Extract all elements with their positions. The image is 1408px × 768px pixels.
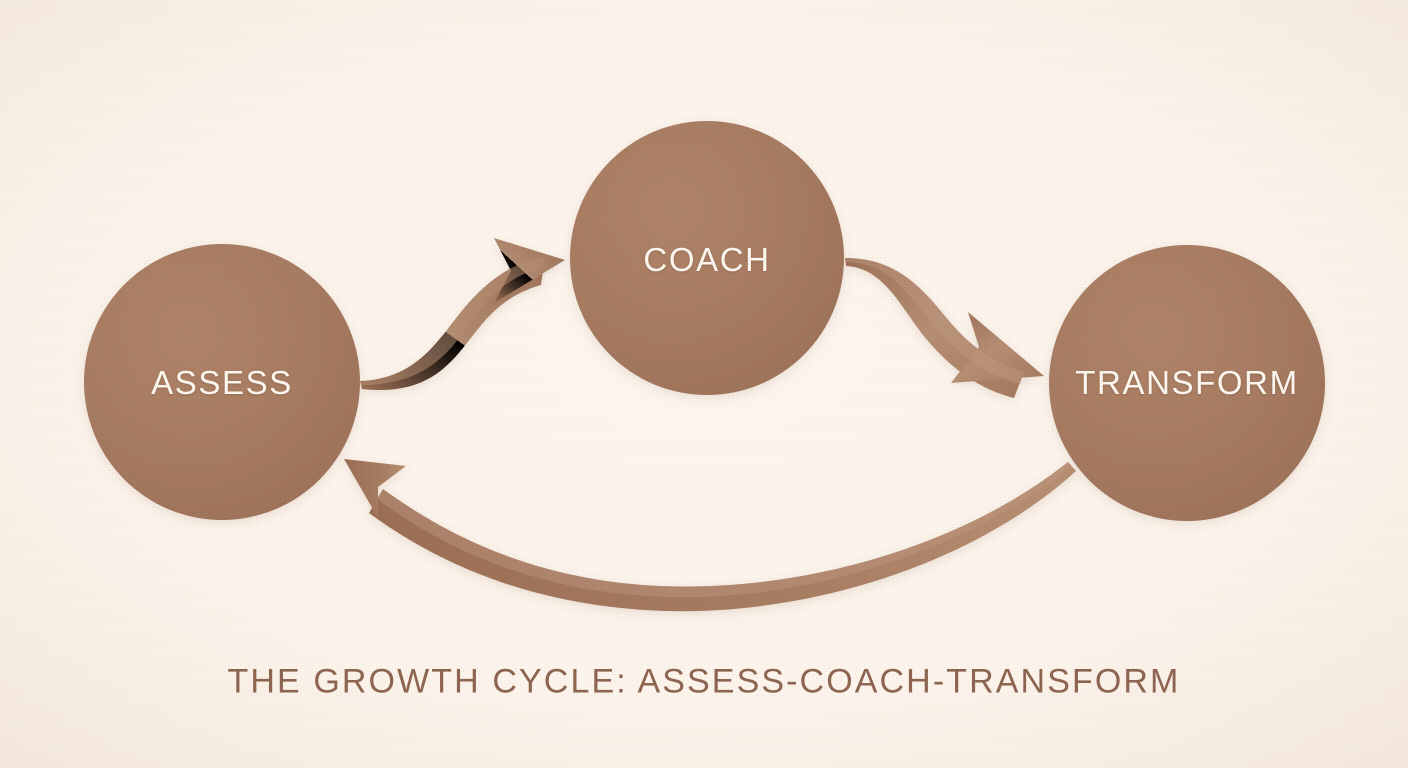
arrow-transform-to-assess (344, 459, 1076, 612)
node-circle-transform[interactable] (1049, 245, 1325, 521)
arrow-coach-to-transform (845, 258, 1044, 398)
diagram-caption: THE GROWTH CYCLE: ASSESS-COACH-TRANSFORM (227, 662, 1181, 701)
arrow-assess-to-coach (360, 238, 565, 391)
node-circle-assess[interactable] (84, 244, 360, 520)
node-circle-coach[interactable] (570, 121, 844, 395)
